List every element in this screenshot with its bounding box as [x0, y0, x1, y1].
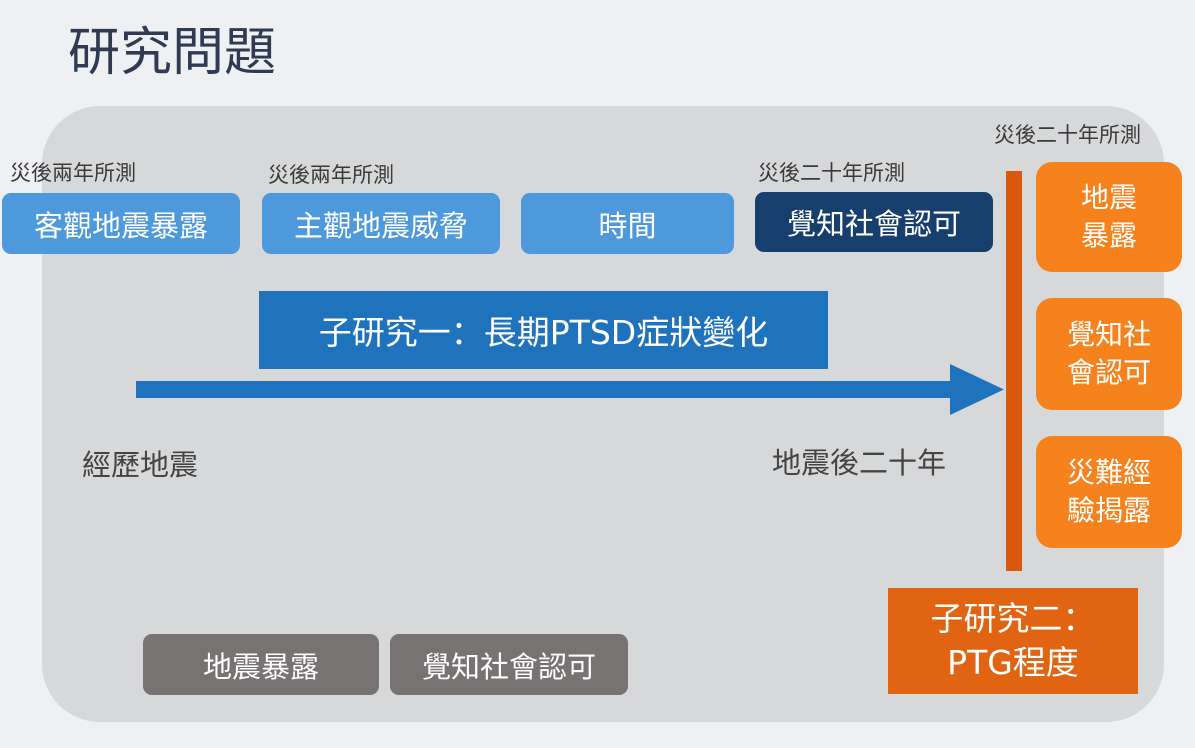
- study-two-box: 子研究二： PTG程度: [888, 588, 1138, 694]
- vertical-divider-bar: [1006, 171, 1022, 571]
- caption-objective-timing: 災後兩年所測: [10, 161, 136, 185]
- time-box: 時間: [521, 193, 734, 254]
- right-social-ack-box: 覺知社 會認可: [1036, 298, 1182, 410]
- page-title: 研究問題: [68, 23, 277, 83]
- caption-subjective-timing: 災後兩年所測: [268, 163, 394, 187]
- caption-social-timing: 災後二十年所測: [758, 161, 905, 185]
- perceived-social-ack-box: 覺知社會認可: [755, 192, 993, 252]
- quake-exposure-gray-box: 地震暴露: [143, 634, 379, 695]
- timeline-arrow: [136, 364, 1004, 415]
- timeline-start-label: 經歷地震: [82, 448, 199, 482]
- perceived-social-ack-gray-box: 覺知社會認可: [390, 634, 628, 695]
- right-quake-exposure-box: 地震 暴露: [1036, 162, 1182, 272]
- caption-right-timing: 災後二十年所測: [994, 123, 1141, 147]
- timeline-end-label: 地震後二十年: [772, 446, 947, 480]
- right-disclosure-box: 災難經 驗揭露: [1036, 436, 1182, 548]
- objective-exposure-box: 客觀地震暴露: [2, 193, 240, 254]
- subjective-threat-box: 主觀地震威脅: [262, 193, 500, 254]
- study-one-box: 子研究一：長期PTSD症狀變化: [259, 291, 828, 369]
